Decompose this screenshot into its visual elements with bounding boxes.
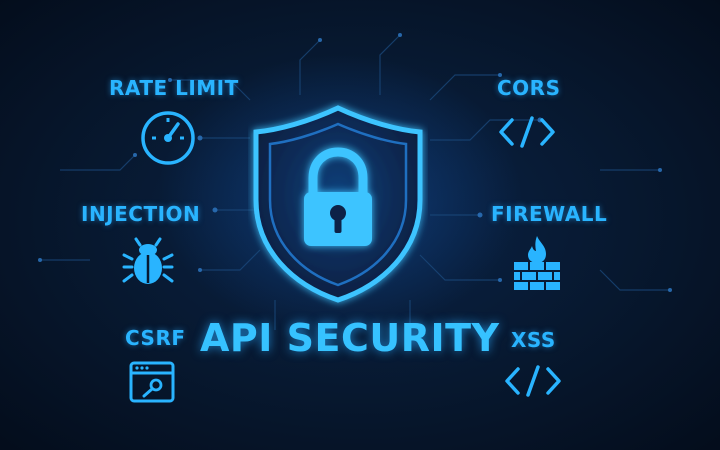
bug-icon bbox=[122, 237, 174, 287]
shield-lock-icon bbox=[248, 100, 428, 310]
rate-limit-label: RATE LIMIT bbox=[109, 76, 239, 100]
xss-label: XSS bbox=[511, 328, 556, 352]
firewall-icon bbox=[512, 234, 562, 292]
cors-label: CORS bbox=[497, 76, 561, 100]
code-brackets-icon bbox=[498, 115, 556, 149]
browser-window-key-icon bbox=[129, 361, 175, 403]
page-title: API SECURITY bbox=[200, 316, 500, 360]
firewall-label: FIREWALL bbox=[491, 202, 608, 226]
code-brackets-icon bbox=[504, 364, 562, 398]
injection-label: INJECTION bbox=[81, 202, 201, 226]
csrf-label: CSRF bbox=[125, 326, 186, 350]
gauge-icon bbox=[140, 110, 200, 170]
